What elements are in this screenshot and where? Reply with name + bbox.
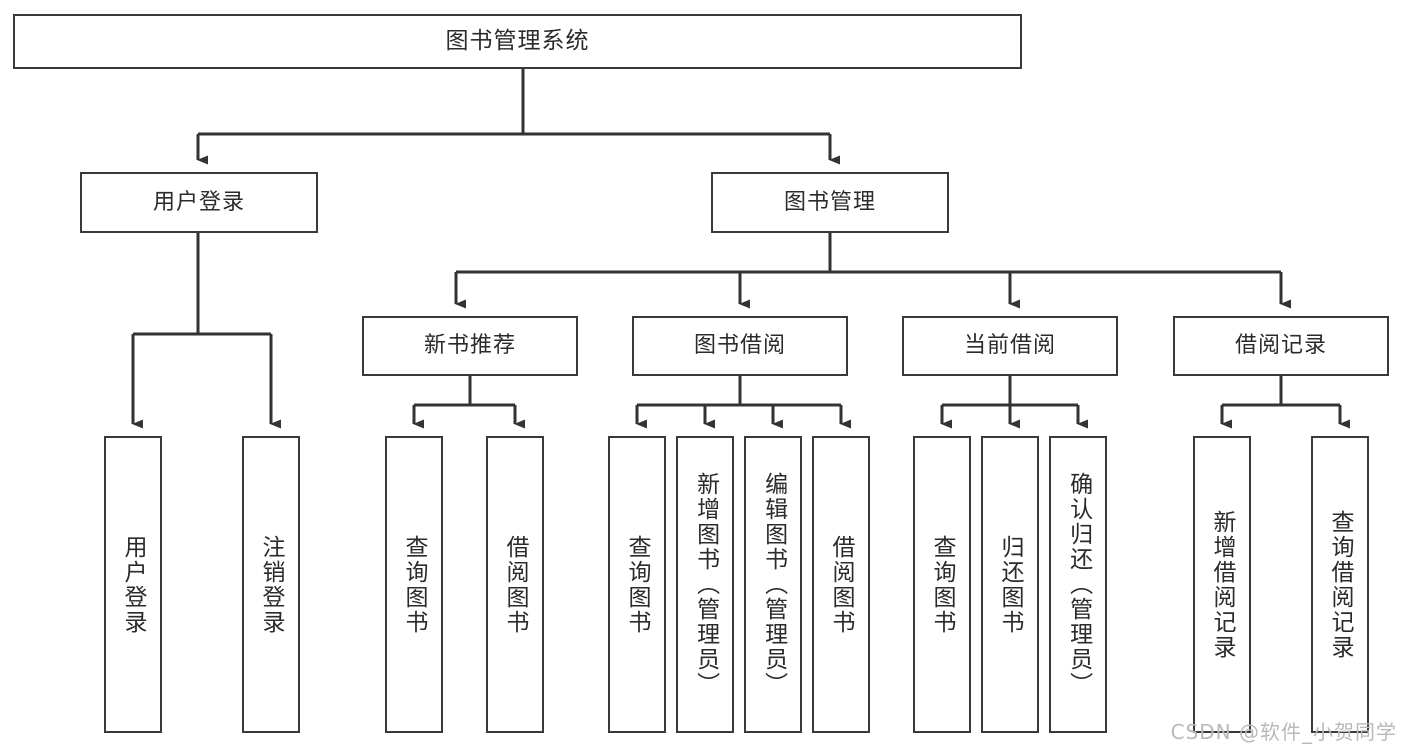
leaf-label: 新增借阅记录 [1209, 509, 1236, 660]
node-current-borrow[interactable]: 当前借阅 [902, 316, 1118, 376]
leaf-label: 归还图书 [997, 534, 1024, 635]
leaf-add-borrow-record[interactable]: 新增借阅记录 [1193, 436, 1251, 733]
leaf-label: 查询借阅记录 [1327, 509, 1354, 660]
watermark-text: CSDN @软件_小贺同学 [1170, 720, 1397, 744]
leaf-label: 确认归还（管理员） [1065, 472, 1092, 697]
leaf-query-book-borrow[interactable]: 查询图书 [608, 436, 666, 733]
node-label: 用户登录 [152, 189, 245, 215]
leaf-borrow-book[interactable]: 借阅图书 [812, 436, 870, 733]
leaf-logout[interactable]: 注销登录 [242, 436, 300, 733]
leaf-label: 借阅图书 [828, 534, 855, 635]
leaf-label: 注销登录 [258, 534, 285, 635]
node-label: 新书推荐 [423, 333, 516, 359]
leaf-label: 查询图书 [624, 534, 651, 635]
leaf-query-book-current[interactable]: 查询图书 [913, 436, 971, 733]
leaf-label: 查询图书 [929, 534, 956, 635]
node-book-management[interactable]: 图书管理 [711, 172, 949, 233]
leaf-label: 查询图书 [401, 534, 428, 635]
node-label: 图书管理 [783, 189, 876, 215]
node-user-login[interactable]: 用户登录 [80, 172, 318, 233]
node-label: 图书借阅 [693, 333, 786, 359]
node-label: 图书管理系统 [445, 28, 590, 55]
leaf-label: 用户登录 [120, 534, 147, 635]
leaf-confirm-return-admin[interactable]: 确认归还（管理员） [1049, 436, 1107, 733]
leaf-query-book-recommend[interactable]: 查询图书 [385, 436, 443, 733]
node-label: 借阅记录 [1234, 333, 1327, 359]
leaf-label: 新增图书（管理员） [692, 472, 719, 697]
leaf-add-book-admin[interactable]: 新增图书（管理员） [676, 436, 734, 733]
leaf-edit-book-admin[interactable]: 编辑图书（管理员） [744, 436, 802, 733]
leaf-borrow-book-recommend[interactable]: 借阅图书 [486, 436, 544, 733]
node-root-system[interactable]: 图书管理系统 [13, 14, 1022, 69]
node-new-book-recommend[interactable]: 新书推荐 [362, 316, 578, 376]
node-borrow-record[interactable]: 借阅记录 [1173, 316, 1389, 376]
leaf-user-login[interactable]: 用户登录 [104, 436, 162, 733]
node-label: 当前借阅 [963, 333, 1056, 359]
leaf-label: 借阅图书 [502, 534, 529, 635]
leaf-label: 编辑图书（管理员） [760, 472, 787, 697]
leaf-return-book[interactable]: 归还图书 [981, 436, 1039, 733]
leaf-query-borrow-record[interactable]: 查询借阅记录 [1311, 436, 1369, 733]
node-book-borrow[interactable]: 图书借阅 [632, 316, 848, 376]
